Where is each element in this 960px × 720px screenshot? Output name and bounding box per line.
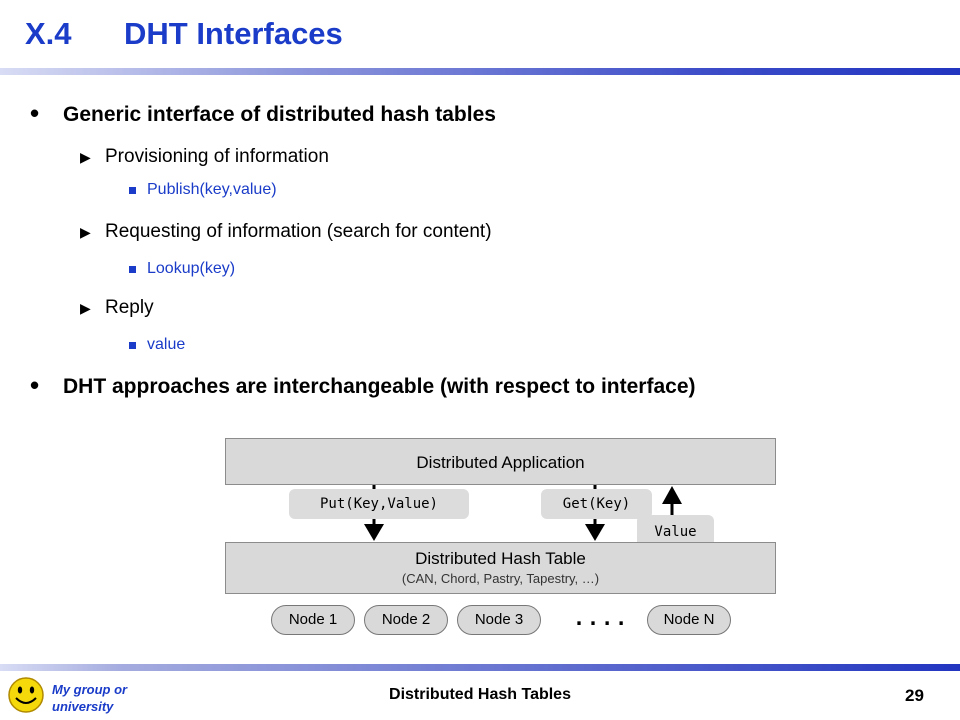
- bullet-lookup: Lookup(key): [147, 260, 236, 277]
- node-2: Node 2: [364, 605, 448, 635]
- value-arrow-head-icon: [662, 486, 682, 504]
- square-bullet-icon: [129, 187, 136, 194]
- put-arrow-head-icon: [364, 524, 384, 541]
- distributed-hash-table-box: Distributed Hash Table (CAN, Chord, Past…: [225, 542, 776, 594]
- bullet-publish: Publish(key,value): [147, 181, 277, 198]
- bullet-value: value: [147, 336, 186, 353]
- square-bullet-icon: [129, 342, 136, 349]
- triangle-bullet-icon: ▶: [80, 300, 91, 316]
- dht-subtitle: (CAN, Chord, Pastry, Tapestry, …): [401, 571, 600, 586]
- smiley-face-logo-icon: [8, 677, 44, 713]
- triangle-bullet-icon: ▶: [80, 224, 91, 240]
- page-number: 29: [905, 686, 924, 705]
- title-divider: [0, 68, 960, 75]
- get-key-label: Get(Key): [541, 489, 652, 519]
- bullet-requesting: Requesting of information (search for co…: [105, 221, 492, 242]
- bullet-provisioning: Provisioning of information: [105, 146, 329, 167]
- put-key-value-label: Put(Key,Value): [289, 489, 469, 519]
- node-n: Node N: [647, 605, 731, 635]
- footer-divider-left: [0, 664, 120, 671]
- bullet-dot-icon: •: [30, 98, 40, 128]
- bullet-interchangeable: DHT approaches are interchangeable (with…: [63, 375, 696, 398]
- distributed-application-box: Distributed Application: [225, 438, 776, 485]
- square-bullet-icon: [129, 266, 136, 273]
- get-arrow-head-icon: [585, 524, 605, 541]
- slide-title: DHT Interfaces: [124, 16, 343, 51]
- footer-organization: My group or university: [52, 682, 128, 714]
- node-1: Node 1: [271, 605, 355, 635]
- node-3: Node 3: [457, 605, 541, 635]
- bullet-generic-interface: Generic interface of distributed hash ta…: [63, 103, 496, 126]
- bullet-reply: Reply: [105, 297, 154, 318]
- node-ellipsis: ....: [573, 606, 630, 630]
- distributed-application-label: Distributed Application: [416, 453, 585, 472]
- bullet-dot-icon: •: [30, 370, 40, 400]
- footer-divider: [120, 664, 960, 671]
- section-number: X.4: [25, 16, 72, 51]
- dht-title: Distributed Hash Table: [415, 549, 586, 568]
- triangle-bullet-icon: ▶: [80, 149, 91, 165]
- footer-topic: Distributed Hash Tables: [389, 686, 571, 703]
- value-label: Value: [637, 515, 714, 547]
